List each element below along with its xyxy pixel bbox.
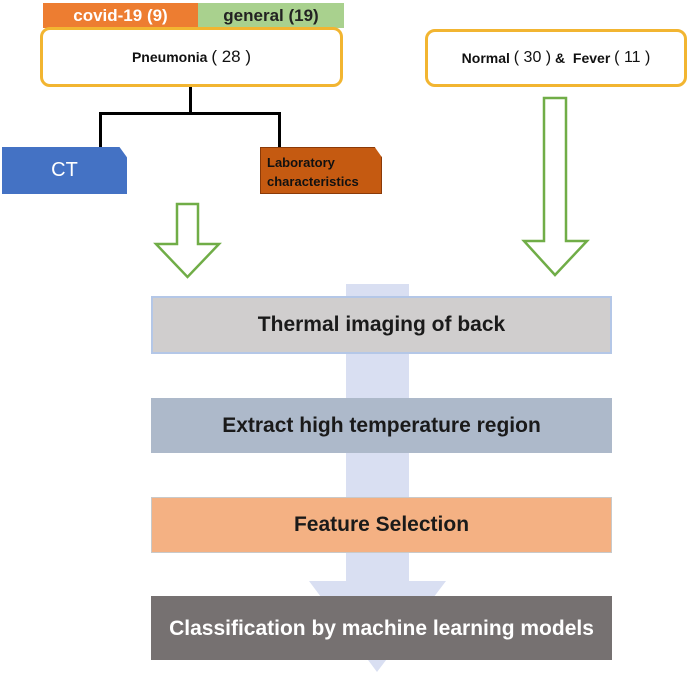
connector-vertical [189, 87, 192, 114]
right-down-arrow [521, 96, 590, 277]
laboratory-label-line1: Laboratory [267, 154, 335, 170]
laboratory-label-line2: characteristics [267, 173, 359, 189]
general-tag: general (19) [198, 3, 344, 28]
covid-tag: covid-19 (9) [43, 3, 198, 28]
stage-classification: Classification by machine learning model… [151, 596, 612, 660]
left-down-arrow [153, 202, 222, 279]
connector-horizontal [99, 112, 281, 115]
laboratory-box: Laboratory characteristics [260, 147, 382, 194]
fever-count: ( 11 ) [614, 49, 651, 66]
normal-count: ( 30 ) [513, 49, 552, 66]
connector-left-drop [99, 112, 102, 149]
stage-thermal-imaging: Thermal imaging of back [151, 296, 612, 354]
pneumonia-label: Pneumonia [131, 49, 208, 65]
normal-fever-box: Normal ( 30 ) & Fever ( 11 ) [425, 29, 687, 87]
connector-right-drop [278, 112, 281, 149]
stage-extract-region: Extract high temperature region [151, 398, 612, 453]
fever-label: Fever [572, 50, 611, 66]
ct-label: CT [51, 159, 78, 181]
normal-label: Normal [461, 50, 510, 66]
pneumonia-box: Pneumonia ( 28 ) [40, 27, 343, 87]
stage-feature-selection: Feature Selection [151, 497, 612, 553]
pneumonia-count: ( 28 ) [211, 47, 252, 66]
ct-box: CT [2, 147, 127, 194]
ampersand: & [555, 50, 566, 66]
